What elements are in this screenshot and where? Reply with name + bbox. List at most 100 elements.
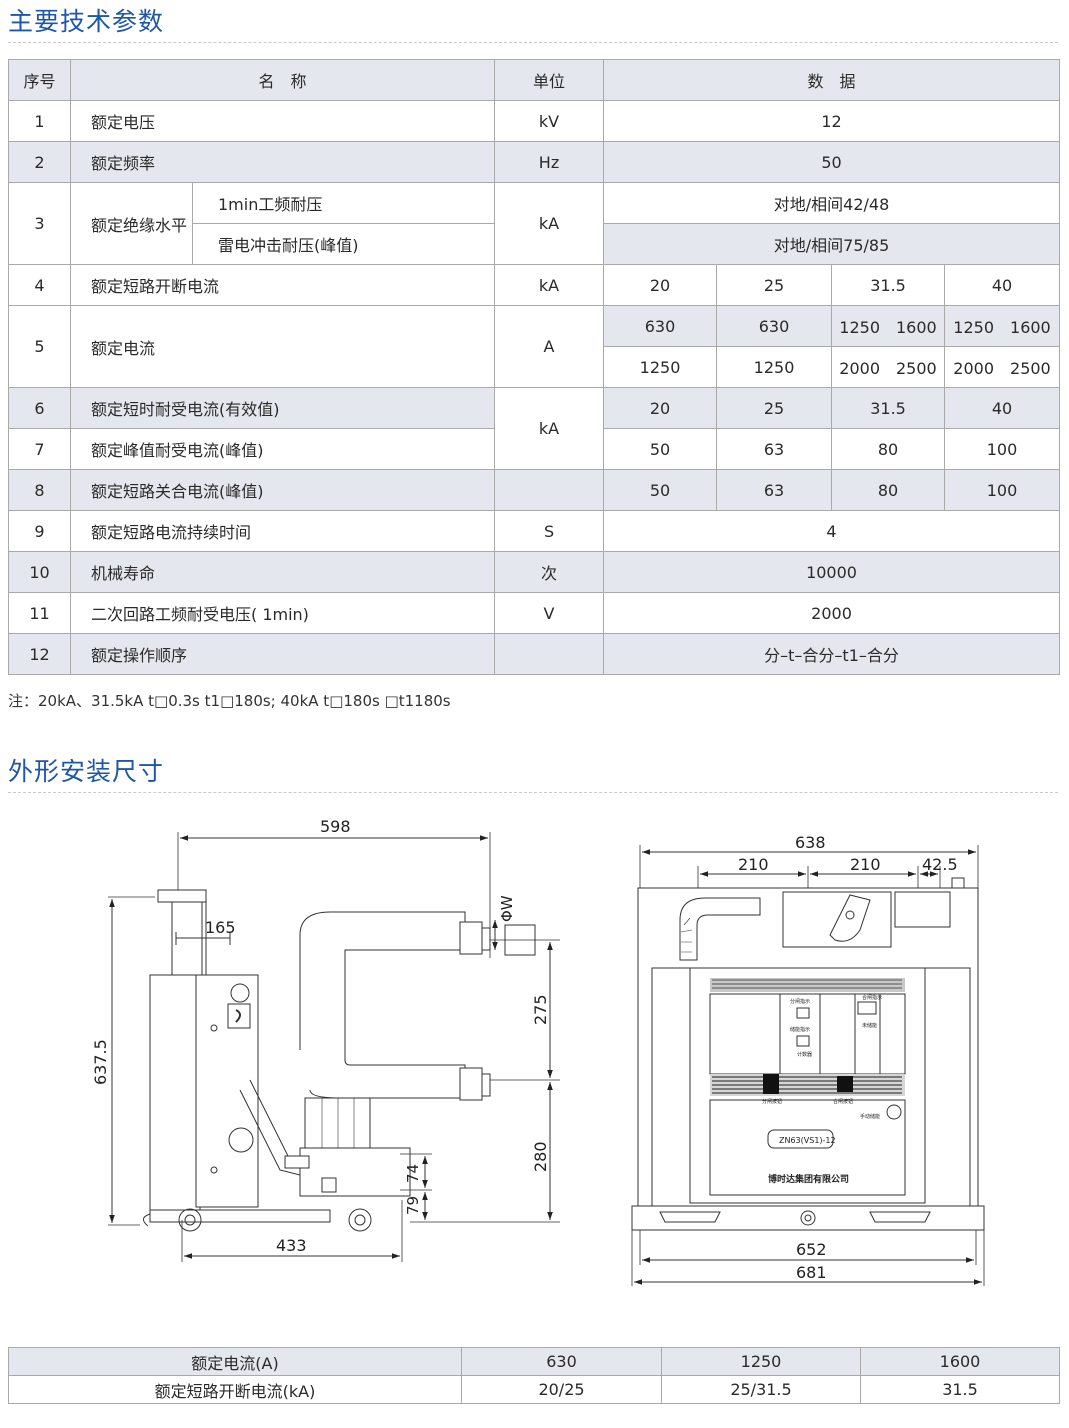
param-name: 额定绝缘水平	[70, 182, 193, 265]
header-cell: 序号	[8, 59, 71, 101]
param-name: 额定电压	[69, 100, 496, 142]
panel-label: 分闸指示	[790, 998, 810, 1005]
table-row: 9 额定短路电流持续时间 S 4	[8, 510, 1061, 552]
param-name: 额定频率	[69, 141, 496, 183]
param-value: 2000 2500	[944, 346, 1061, 388]
param-name: 二次回路工频耐受电压( 1min)	[69, 592, 496, 634]
param-unit	[494, 633, 605, 675]
table-row: 4 额定短路开断电流 kA 20 25 31.5 40	[8, 264, 1061, 306]
param-value: 1250 1600	[831, 305, 946, 347]
dim-74: 74	[404, 1164, 422, 1183]
param-value: 31.5	[831, 264, 946, 306]
header-cell: 名 称	[69, 59, 496, 101]
header-cell: 数 据	[603, 59, 1061, 101]
table-header-row: 序号 名 称 单位 数 据	[8, 59, 1061, 101]
divider	[8, 792, 1058, 793]
dim-598: 598	[320, 817, 351, 836]
row-number: 5	[8, 305, 71, 388]
dim-280: 280	[531, 1141, 550, 1172]
row-number: 4	[8, 264, 71, 306]
table-row: 10 机械寿命 次 10000	[8, 551, 1061, 593]
table-row: 3 额定绝缘水平 1min工频耐压 kA 对地/相间42/48	[8, 182, 1061, 265]
dim-42-5: 42.5	[922, 855, 958, 874]
param-unit: S	[494, 510, 605, 552]
panel-label: 未储能	[862, 1022, 877, 1029]
dim-210-left: 210	[738, 855, 769, 874]
param-value: 1250	[603, 346, 718, 388]
param-name: 额定短路开断电流	[69, 264, 496, 306]
param-value: 12	[603, 100, 1061, 142]
current-table: 额定电流(A) 630 1250 1600 额定短路开断电流(kA) 20/25…	[8, 1347, 1060, 1404]
row-number: 8	[8, 469, 71, 511]
footnote: 注：20kA、31.5kA t□0.3s t1□180s; 40kA t□180…	[8, 692, 451, 710]
param-name: 额定操作顺序	[69, 633, 496, 675]
table-row: 8 额定短路关合电流(峰值) 50 63 80 100	[8, 469, 1061, 511]
dim-79: 79	[404, 1196, 422, 1215]
row-number: 1	[8, 100, 71, 142]
row-number: 3	[8, 182, 71, 265]
param-unit: A	[494, 305, 605, 388]
divider	[8, 42, 1058, 43]
table-row: 1250 1250 2000 2500 2000 2500	[9, 346, 1061, 388]
param-unit: Hz	[494, 141, 605, 183]
param-unit: kA	[494, 264, 605, 306]
param-value: 40	[944, 264, 1061, 306]
table-row: 6 额定短时耐受电流(有效值) kA 20 25 31.5 40	[8, 387, 1061, 470]
dim-637-5: 637.5	[91, 1039, 110, 1085]
param-value: 50	[603, 141, 1061, 183]
row-number: 6	[8, 387, 71, 429]
dim-phi-w: ΦW	[498, 895, 516, 922]
table-row: 雷电冲击耐压(峰值) 对地/相间75/85	[9, 223, 1061, 265]
row-number: 12	[8, 633, 71, 675]
dim-652: 652	[796, 1240, 827, 1259]
row-number: 9	[8, 510, 71, 552]
row-number: 2	[8, 141, 71, 183]
param-value: 1250	[716, 346, 833, 388]
table-row: 5 额定电流 A 630 630 1250 1600 1250 1600	[8, 305, 1061, 388]
panel-label: 计数器	[797, 1051, 812, 1058]
param-value: 63	[716, 428, 833, 470]
table-row: 额定短路开断电流(kA) 20/25 25/31.5 31.5	[8, 1375, 1060, 1404]
dim-165: 165	[205, 918, 236, 937]
row-number: 11	[8, 592, 71, 634]
table-cell: 1600	[860, 1347, 1060, 1376]
param-value: 80	[831, 428, 946, 470]
param-value: 630	[603, 305, 718, 347]
spec-table: 序号 名 称 单位 数 据 1 额定电压 kV 12 2 额定频率 Hz 50 …	[8, 59, 1061, 675]
param-value: 100	[944, 469, 1061, 511]
param-value: 对地/相间42/48	[603, 182, 1061, 224]
param-value: 2000 2500	[831, 346, 946, 388]
param-value: 对地/相间75/85	[603, 223, 1061, 265]
table-cell: 630	[461, 1347, 662, 1376]
param-value: 2000	[603, 592, 1061, 634]
param-value: 4	[603, 510, 1061, 552]
param-unit: kA	[494, 182, 605, 265]
param-name: 额定短路关合电流(峰值)	[69, 469, 496, 511]
param-name: 额定电流	[69, 305, 496, 388]
param-unit: 次	[494, 551, 605, 593]
param-value: 40	[944, 387, 1061, 429]
param-name: 机械寿命	[69, 551, 496, 593]
table-row: 额定电流(A) 630 1250 1600	[8, 1347, 1060, 1376]
table-cell: 20/25	[461, 1375, 662, 1404]
param-unit: kA	[494, 387, 605, 470]
param-value: 25	[716, 387, 833, 429]
open-button-label: 分闸按钮	[762, 1098, 782, 1105]
model-label: ZN63(VS1)-12	[779, 1136, 836, 1145]
param-subname: 雷电冲击耐压(峰值)	[191, 223, 496, 265]
header-cell: 单位	[494, 59, 605, 101]
param-value: 630	[716, 305, 833, 347]
param-name: 额定短路电流持续时间	[69, 510, 496, 552]
panel-label: 储能指示	[790, 1026, 810, 1033]
param-value: 50	[603, 428, 718, 470]
param-unit: V	[494, 592, 605, 634]
table-cell: 额定电流(A)	[8, 1347, 462, 1376]
company-label: 博时达集团有限公司	[768, 1173, 849, 1185]
param-value: 20	[603, 264, 718, 306]
param-value: 80	[831, 469, 946, 511]
table-cell: 25/31.5	[661, 1375, 861, 1404]
installation-drawing: 598 165 637.5 ΦW 275 280 74 79 433	[91, 817, 985, 1286]
section-title-parameters: 主要技术参数	[8, 7, 165, 36]
side-view	[108, 832, 560, 1262]
param-value: 1250 1600	[944, 305, 1061, 347]
